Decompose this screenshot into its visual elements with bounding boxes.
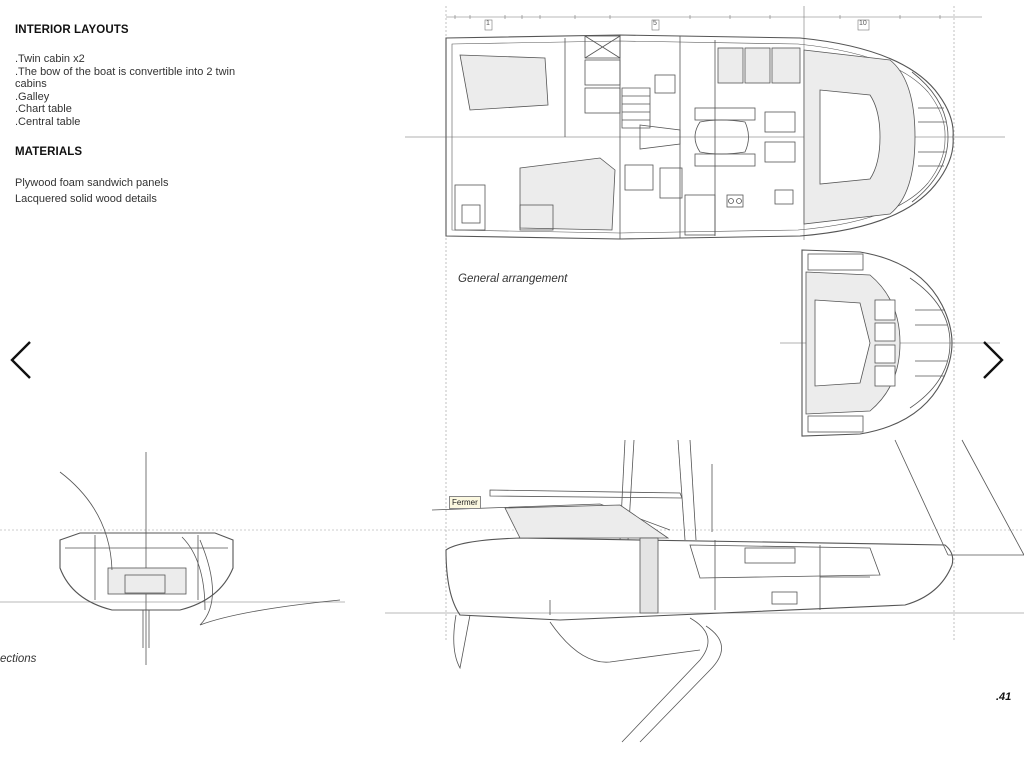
- text-column: INTERIOR LAYOUTS .Twin cabin x2 .The bow…: [15, 24, 265, 207]
- materials-list: Plywood foam sandwich panels Lacquered s…: [15, 175, 265, 207]
- interior-layouts-list: .Twin cabin x2 .The bow of the boat is c…: [15, 53, 265, 129]
- list-item: .The bow of the boat is convertible into…: [15, 65, 236, 91]
- list-item: .Chart table: [15, 103, 72, 116]
- chevron-left-icon: [10, 341, 31, 379]
- cross-section: [0, 452, 345, 665]
- list-item: .Galley: [15, 90, 50, 103]
- cockpit-plan: [780, 249, 1000, 437]
- chevron-right-icon: [983, 341, 1004, 379]
- list-item: Lacquered solid wood details: [15, 192, 157, 205]
- fermer-tooltip: Fermer: [449, 496, 481, 509]
- frame-marker-5: 5: [653, 20, 657, 27]
- list-item: Plywood foam sandwich panels: [15, 176, 169, 189]
- list-item: .Central table: [15, 115, 81, 128]
- materials-heading: MATERIALS: [15, 145, 83, 158]
- previous-page-button[interactable]: [2, 335, 38, 385]
- frame-marker-10: 10: [859, 20, 867, 27]
- interior-layouts-heading: INTERIOR LAYOUTS: [15, 24, 129, 36]
- next-page-button[interactable]: [975, 335, 1011, 385]
- general-arrangement-plan: [405, 34, 1005, 240]
- list-item: .Twin cabin x2: [15, 53, 85, 65]
- frame-marker-1: 1: [486, 20, 490, 27]
- general-arrangement-caption: General arrangement: [458, 273, 568, 285]
- sections-caption: ections: [0, 653, 37, 665]
- page-number: .41: [996, 691, 1012, 703]
- side-profile: [385, 439, 1024, 743]
